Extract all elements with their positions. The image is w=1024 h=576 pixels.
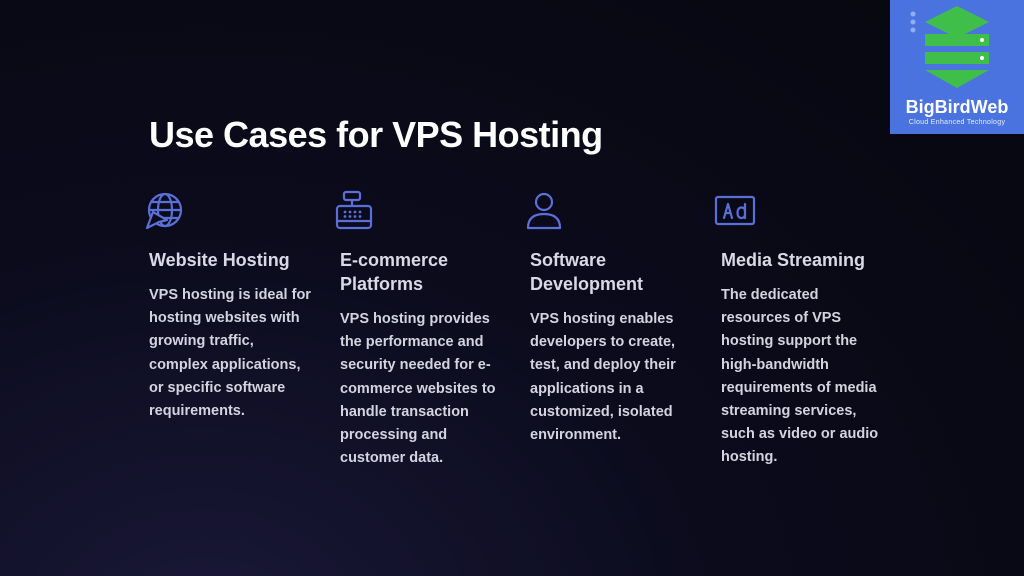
- card-title: Software Development: [530, 250, 644, 294]
- card-title: Media Streaming: [721, 250, 866, 270]
- cash-register-icon: [335, 190, 373, 230]
- use-case-card-media-streaming: Media Streaming The dedicated resources …: [714, 190, 886, 470]
- globe-cursor-icon: [145, 192, 183, 230]
- use-case-card-website-hosting: Website Hosting VPS hosting is ideal for…: [145, 190, 314, 423]
- ad-icon: [714, 195, 756, 226]
- brand-tagline: Cloud Enhanced Technology: [908, 119, 1006, 126]
- card-description: VPS hosting is ideal for hosting website…: [149, 287, 311, 420]
- card-title: E-commerce Platforms: [340, 250, 449, 294]
- card-description: VPS hosting enables developers to create…: [530, 311, 676, 444]
- use-case-card-software-development: Software Development VPS hosting enables…: [526, 190, 695, 447]
- user-icon: [526, 192, 562, 230]
- server-stack-icon: [910, 6, 989, 88]
- use-case-card-ecommerce: E-commerce Platforms VPS hosting provide…: [335, 190, 505, 470]
- brand-name: BigBirdWeb: [905, 97, 1009, 117]
- card-description: VPS hosting provides the performance and…: [340, 311, 496, 467]
- page-title: Use Cases for VPS Hosting: [149, 114, 603, 155]
- card-title: Website Hosting: [149, 250, 290, 270]
- brand-logo: BigBirdWeb Cloud Enhanced Technology: [890, 0, 1024, 134]
- card-description: The dedicated resources of VPS hosting s…: [721, 287, 879, 466]
